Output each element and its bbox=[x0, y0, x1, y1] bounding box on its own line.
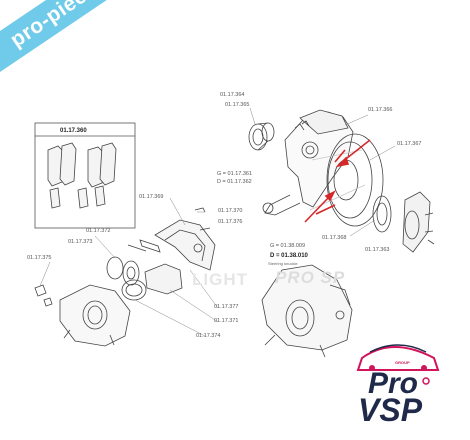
logo-group-text: GROUP bbox=[395, 360, 410, 365]
caliper-bracket bbox=[154, 207, 216, 271]
label-knuckle-note: Steering knuckle bbox=[268, 261, 298, 266]
piston-seal-group bbox=[106, 239, 183, 301]
brake-pad-kit-box bbox=[34, 122, 136, 229]
brake-disc bbox=[309, 133, 384, 227]
label-part-362: D = 01.17.362 bbox=[217, 179, 252, 185]
label-part-375: 01.17.375 bbox=[27, 255, 52, 261]
leader-lines bbox=[39, 107, 396, 337]
hub-flange bbox=[372, 191, 435, 253]
red-arrows bbox=[304, 139, 371, 223]
caliper-body bbox=[34, 284, 131, 347]
logo-vsp-text: VSP bbox=[358, 392, 423, 428]
label-part-371: 01.17.371 bbox=[214, 318, 239, 324]
label-part-373: 01.17.373 bbox=[68, 239, 93, 245]
label-part-361: G = 01.17.361 bbox=[217, 171, 253, 177]
label-part-010: D = 01.38.010 bbox=[270, 253, 308, 259]
watermark-right: PRO SP bbox=[275, 268, 346, 287]
watermark-left: LIGHT bbox=[192, 270, 248, 289]
label-part-363: 01.17.363 bbox=[365, 247, 390, 253]
label-part-367: 01.17.367 bbox=[397, 141, 422, 147]
label-part-377: 01.17.377 bbox=[214, 304, 239, 310]
logo-pro-text: Pro bbox=[368, 367, 419, 400]
label-part-364: 01.17.364 bbox=[220, 92, 245, 98]
label-part-365: 01.17.365 bbox=[225, 102, 250, 108]
provsp-logo-car bbox=[356, 344, 440, 385]
label-part-372: 01.17.372 bbox=[86, 228, 111, 234]
upper-knuckle-assembly bbox=[262, 109, 354, 216]
steering-knuckle bbox=[261, 264, 353, 358]
label-part-009: G = 01.38.009 bbox=[270, 243, 306, 249]
label-part-366: 01.17.366 bbox=[368, 107, 393, 113]
label-part-376: 01.17.376 bbox=[218, 219, 243, 225]
brake-pads bbox=[47, 142, 117, 209]
label-part-374: 01.17.374 bbox=[196, 333, 221, 339]
label-part-368: 01.17.368 bbox=[322, 235, 347, 241]
label-part-369: 01.17.369 bbox=[139, 194, 164, 200]
label-part-370: 01.17.370 bbox=[218, 208, 243, 214]
label-part-360: 01.17.360 bbox=[60, 128, 87, 134]
wheel-bearing bbox=[248, 122, 275, 151]
